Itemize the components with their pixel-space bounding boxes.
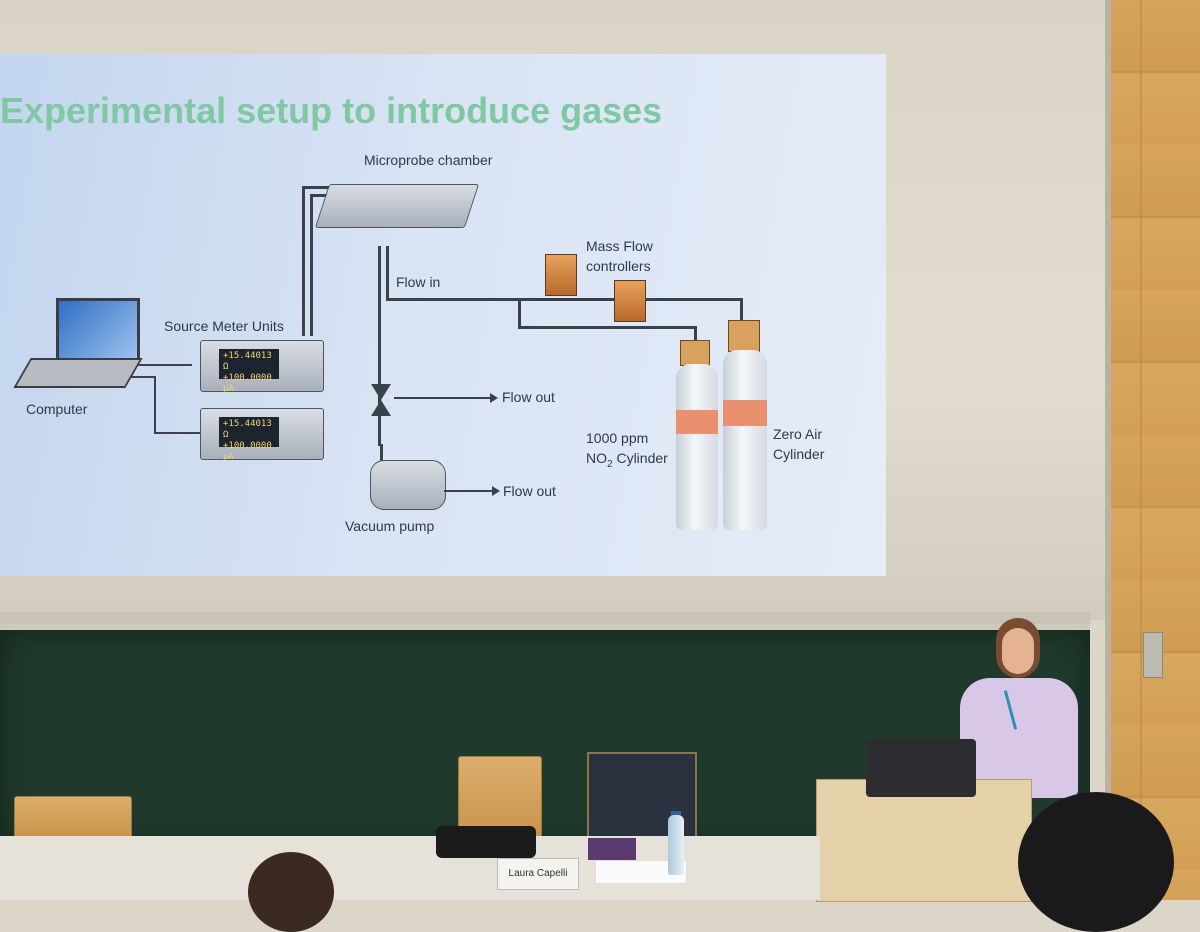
mass-flow-label: Mass Flow	[586, 238, 653, 254]
cylinder-band	[676, 410, 718, 434]
cylinder-valve	[680, 340, 710, 366]
vacuum-pump-device	[370, 460, 446, 510]
pipe-flow-in	[386, 298, 742, 301]
no2-cylinder	[676, 364, 718, 530]
presenter-body	[960, 678, 1078, 798]
bag	[436, 826, 536, 858]
microprobe-chamber-label: Microprobe chamber	[364, 152, 493, 168]
pipe	[302, 186, 305, 336]
computer-screen	[56, 298, 140, 362]
water-bottle	[668, 815, 684, 875]
smu-reading-current: +100.0000 µA	[223, 441, 272, 462]
mass-flow-controller	[614, 280, 646, 322]
cylinder-band	[723, 400, 767, 426]
computer-label: Computer	[26, 401, 88, 417]
pipe	[518, 298, 521, 328]
pipe-flow-in	[378, 246, 381, 446]
wood-panel-seam	[1140, 0, 1142, 900]
no2-formula: NO	[586, 450, 607, 466]
smu-reading-current: +100.0000 µA	[223, 373, 272, 394]
presenter-face	[1002, 628, 1034, 674]
zero-air-cylinder	[723, 350, 767, 530]
vacuum-pump-label: Vacuum pump	[345, 518, 435, 534]
cable	[154, 432, 204, 434]
smu-reading-resistance: +15.44013 Ω	[223, 419, 272, 440]
computer-keyboard	[13, 358, 143, 388]
smu-display: +15.44013 Ω +100.0000 µA	[219, 417, 279, 462]
pipe	[740, 298, 743, 320]
pipe	[380, 444, 383, 466]
cable	[124, 376, 156, 378]
cylinder-word: Cylinder	[612, 450, 668, 466]
flow-out-arrow	[394, 397, 492, 399]
three-way-valve-icon	[371, 400, 391, 416]
source-meter-units-label: Source Meter Units	[164, 318, 284, 334]
pipe	[302, 186, 342, 189]
blackboard-rail	[0, 612, 1090, 624]
projected-slide: Experimental setup to introduce gases Mi…	[0, 54, 886, 576]
flow-out-label: Flow out	[502, 389, 555, 405]
zero-air-label-line2: Cylinder	[773, 446, 825, 462]
arrow-head-icon	[492, 486, 500, 496]
arrow-head-icon	[490, 393, 498, 403]
presenter-laptop	[866, 739, 976, 797]
front-desk	[0, 836, 820, 900]
smu-reading-resistance: +15.44013 Ω	[223, 351, 272, 372]
booklet	[588, 838, 636, 860]
lectern	[816, 779, 1032, 902]
pipe	[694, 326, 697, 342]
pipe-flow-in	[386, 246, 389, 300]
source-meter-unit: +15.44013 Ω +100.0000 µA	[200, 340, 324, 394]
no2-cylinder-label-line1: 1000 ppm	[586, 430, 649, 446]
audience-head	[1018, 792, 1174, 932]
cylinder-valve	[728, 320, 760, 352]
flow-in-label: Flow in	[396, 274, 441, 290]
cable	[154, 376, 156, 432]
pipe	[310, 194, 313, 336]
microprobe-chamber-device	[314, 184, 480, 228]
wall-switch	[1143, 632, 1163, 678]
flow-out-label: Flow out	[503, 483, 556, 499]
three-way-valve-icon	[371, 384, 391, 400]
zero-air-label-line1: Zero Air	[773, 426, 823, 442]
pipe	[518, 326, 696, 329]
mass-flow-controller	[545, 254, 577, 296]
smu-display: +15.44013 Ω +100.0000 µA	[219, 349, 279, 394]
wood-panel-wall	[1105, 0, 1200, 900]
cable	[130, 364, 192, 366]
chair-back	[14, 796, 132, 838]
slide-title: Experimental setup to introduce gases	[0, 90, 663, 131]
audience-head	[248, 852, 334, 932]
no2-subscript: 2	[607, 458, 613, 470]
source-meter-unit: +15.44013 Ω +100.0000 µA	[200, 408, 324, 462]
flow-out-arrow	[444, 490, 494, 492]
name-plate: Laura Capelli	[497, 858, 579, 890]
chair-back	[458, 756, 542, 838]
no2-cylinder-label-line2: NO2 Cylinder	[586, 450, 668, 470]
controllers-label: controllers	[586, 258, 651, 274]
